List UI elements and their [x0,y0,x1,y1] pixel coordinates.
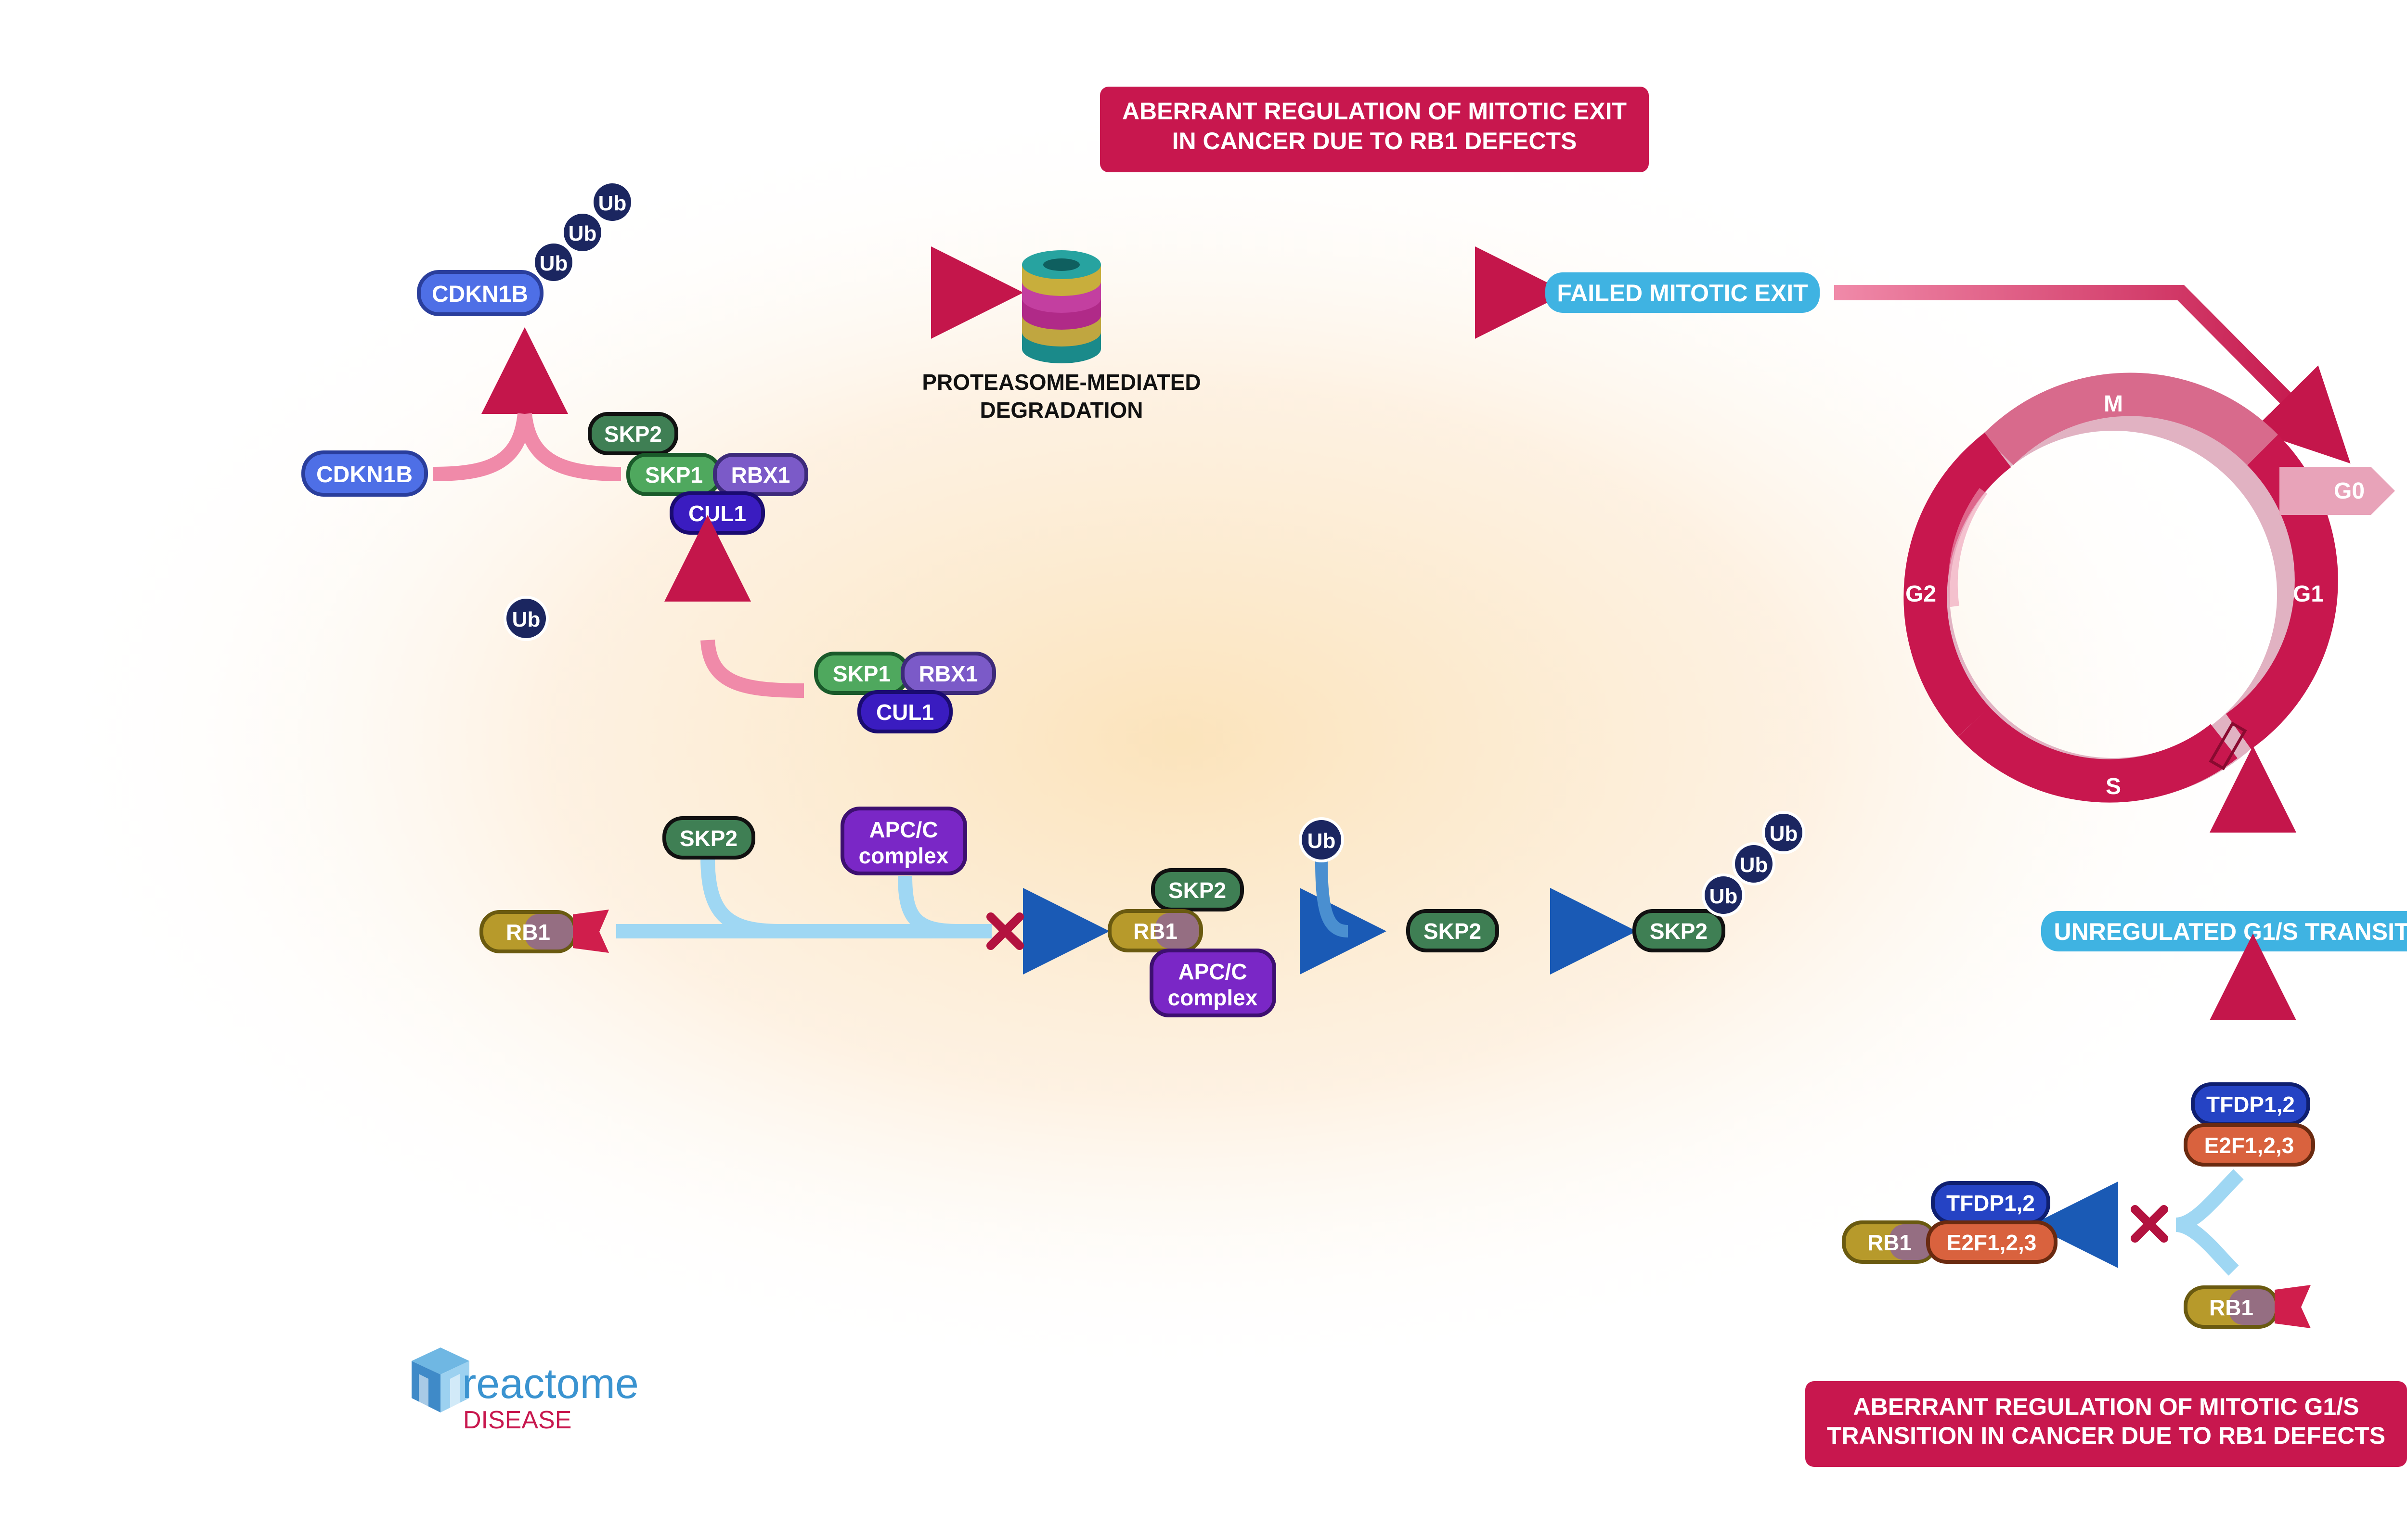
proteasome-label-line2: DEGRADATION [980,398,1143,423]
unregulated-g1s-label: UNREGULATED G1/S TRANSITION [2041,911,2407,951]
svg-text:SKP2: SKP2 [680,826,738,851]
logo-subtitle: DISEASE [463,1406,571,1434]
curve-skp1-cul1-rbx1-input [700,639,804,698]
svg-text:RB1: RB1 [1133,919,1178,944]
rb1-e2f-tfdp-complex: TFDP1,2 RB1 E2F1,2,3 [1842,1181,2058,1264]
svg-text:Ub: Ub [512,608,541,631]
svg-text:Ub: Ub [540,252,568,275]
svg-text:Ub: Ub [1770,822,1798,846]
top-title-line2: IN CANCER DUE TO RB1 DEFECTS [1172,128,1577,154]
phase-g2-label: G2 [1905,581,1936,607]
curve-scf-input [518,413,621,481]
phase-s-label: S [2106,774,2121,799]
svg-text:CUL1: CUL1 [876,700,934,725]
svg-text:UNREGULATED G1/S TRANSITION: UNREGULATED G1/S TRANSITION [2054,918,2407,945]
svg-text:Ub: Ub [569,222,597,245]
top-title-banner: ABERRANT REGULATION OF MITOTIC EXIT IN C… [1100,87,1649,172]
svg-text:CDKN1B: CDKN1B [316,462,413,488]
arrow-failed-exit-to-g0 [1834,285,2351,464]
phase-m-label: M [2104,391,2123,417]
svg-text:TFDP1,2: TFDP1,2 [2206,1092,2295,1117]
skp1-cul1-rbx1-complex: SKP1 RBX1 CUL1 [814,652,996,733]
curve-ub-input [1315,861,1348,937]
phase-g1-label: G1 [2293,581,2324,607]
curve-skp2-input [700,856,780,938]
bottom-title-line2: TRANSITION IN CANCER DUE TO RB1 DEFECTS [1827,1422,2385,1449]
svg-text:RBX1: RBX1 [919,661,978,686]
apcc-complex-input: APC/C complex [841,807,967,875]
cdkn1b-input: CDKN1B [301,450,428,497]
svg-text:Ub: Ub [1709,885,1738,908]
top-title-line1: ABERRANT REGULATION OF MITOTIC EXIT [1122,98,1627,125]
mutation-star-icon [573,910,609,953]
svg-text:E2F1,2,3: E2F1,2,3 [2204,1133,2294,1158]
svg-text:RB1: RB1 [1867,1230,1912,1255]
svg-text:SKP2: SKP2 [1168,878,1226,903]
bottom-title-line1: ABERRANT REGULATION OF MITOTIC G1/S [1853,1393,2359,1420]
svg-text:complex: complex [1168,985,1258,1010]
inhibition-x-mark [986,912,1024,950]
inhibition-x-mark-right [2131,1205,2168,1243]
rb1-defective-input-right: RB1 [2184,1285,2311,1329]
svg-text:SKP2: SKP2 [1650,919,1708,944]
svg-text:G0: G0 [2334,478,2365,504]
svg-text:Ub: Ub [1307,829,1336,853]
reactome-logo: reactome DISEASE [412,1348,639,1434]
mutation-star-icon-right [2275,1285,2311,1328]
cell-cycle-ring [1903,372,2338,803]
proteasome-icon [1022,250,1101,363]
svg-text:SKP1: SKP1 [833,661,891,686]
proteasome-label-line1: PROTEASOME-MEDIATED [922,370,1201,395]
svg-text:SKP1: SKP1 [645,462,703,488]
svg-text:APC/C: APC/C [1178,959,1247,984]
skp2-middle: SKP2 [1406,909,1499,952]
svg-text:FAILED MITOTIC EXIT: FAILED MITOTIC EXIT [1557,280,1808,307]
svg-text:APC/C: APC/C [869,817,938,842]
cdkn1b-product: CDKN1B [417,270,544,316]
svg-text:SKP2: SKP2 [1423,919,1481,944]
bottom-title-banner: ABERRANT REGULATION OF MITOTIC G1/S TRAN… [1805,1381,2407,1467]
svg-text:RB1: RB1 [506,920,550,945]
curve-apcc-input [898,875,958,938]
svg-text:Ub: Ub [598,192,627,215]
svg-text:RB1: RB1 [2209,1295,2253,1320]
svg-text:RBX1: RBX1 [731,462,790,488]
curve-rb1-input-right [2175,1218,2239,1276]
svg-text:E2F1,2,3: E2F1,2,3 [1947,1230,2037,1255]
curve-e2f-input [2175,1169,2244,1232]
skp2-input: SKP2 [662,816,755,860]
svg-text:CUL1: CUL1 [688,501,746,526]
ub-input-middle: Ub [1299,817,1344,862]
svg-text:SKP2: SKP2 [604,422,662,447]
rb1-defective-input: RB1 [479,910,609,953]
g0-phase-tab: G0 [2279,467,2395,515]
svg-text:CDKN1B: CDKN1B [432,282,528,307]
ub-chain-on-cdkn1b: Ub Ub Ub [532,180,634,284]
svg-text:TFDP1,2: TFDP1,2 [1946,1191,2035,1216]
tfdp-e2f-free-complex: TFDP1,2 E2F1,2,3 [2184,1082,2315,1167]
skp2-ubiquitinated: SKP2 Ub Ub Ub [1632,811,1805,952]
reactome-cube-icon [412,1348,469,1412]
svg-text:Ub: Ub [1740,853,1768,877]
rb1-skp2-apcc-complex: SKP2 RB1 APC/C complex [1108,868,1276,1017]
ub-input: Ub [504,596,549,641]
svg-text:complex: complex [859,843,949,868]
logo-name: reactome [462,1360,639,1407]
failed-mitotic-exit-label: FAILED MITOTIC EXIT [1545,272,1820,313]
